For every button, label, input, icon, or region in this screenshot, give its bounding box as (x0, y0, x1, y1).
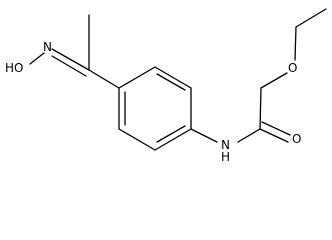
ring-bond-top-right (154, 66, 192, 89)
ring-inner-double-bottom (156, 125, 186, 143)
carbonyl-oxygen-label: O (292, 132, 301, 146)
bond-carbonyl-double-a (259, 128, 289, 143)
bond-carbonyl-double-b (261, 121, 291, 136)
bond-ether-o-to-ethyl (294, 26, 297, 61)
oxime-nitrogen-label: N (43, 40, 52, 54)
hydroxyl-label: HO (5, 61, 23, 75)
amide-hydrogen-label: H (221, 150, 230, 163)
ether-oxygen-label: O (288, 61, 297, 75)
bond-oxime-c-n-double-b (51, 55, 87, 77)
amide-nitrogen-label: N (221, 138, 230, 152)
bond-ethyl-ch2-ch3 (295, 8, 327, 28)
bond-carbonyl-to-ch2 (259, 87, 262, 130)
bond-ch2-to-ether-o (260, 72, 288, 89)
ring-bond-bottom-left (118, 128, 156, 151)
ring-inner-double-top (156, 73, 186, 91)
ring-bond-bottom-right (154, 128, 192, 151)
bond-nh-to-carbonyl (237, 128, 261, 143)
structure-diagram: HO N N H O O (5, 8, 327, 163)
bond-ring-to-nh (190, 128, 218, 143)
label-layer: HO N N H O O (5, 40, 301, 163)
bond-oxime-c-n-double-a (51, 48, 90, 71)
bond-ring-to-oxime-carbon (88, 69, 120, 89)
ring-bond-top-left (118, 66, 156, 89)
bond-layer (29, 8, 327, 151)
bond-n-o (29, 52, 45, 65)
